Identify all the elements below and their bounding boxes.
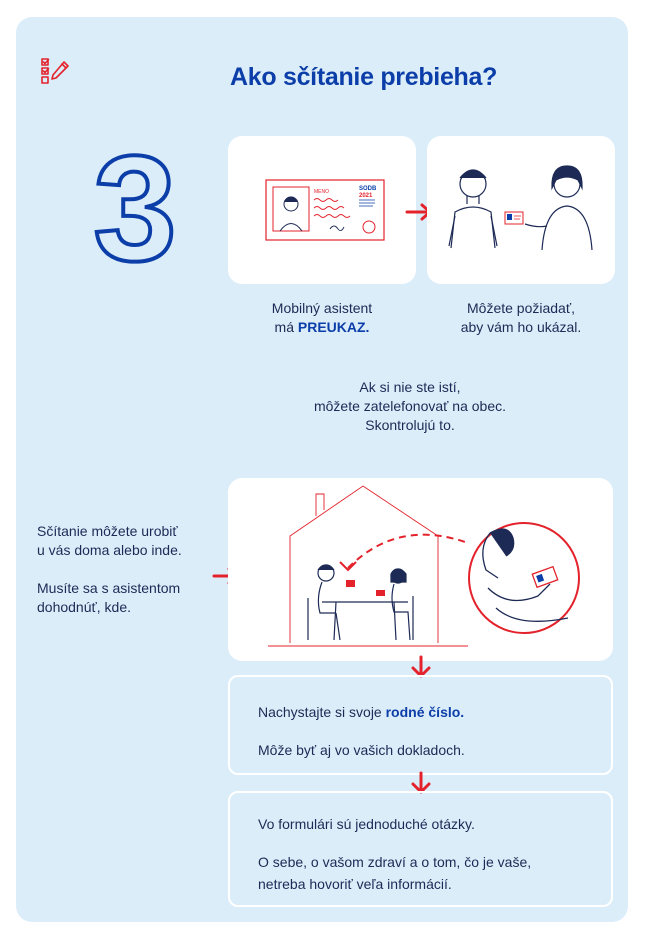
page-title: Ako sčítanie prebieha? (230, 63, 498, 91)
step-number-three: 3 (91, 138, 178, 268)
caption-line: Mobilný asistent (271, 300, 373, 316)
box-text: Nachystajte si svoje (258, 704, 386, 720)
questions-box: Vo formulári sú jednoduché otázky. O seb… (228, 791, 613, 907)
caption-assistant-has-id: Mobilný asistent má PREUKAZ. (238, 299, 406, 337)
text-line: u vás doma alebo inde. (37, 542, 182, 558)
caption-line: Môžete požiadať, (467, 300, 575, 316)
caption-line: Skontrolujú to. (365, 417, 455, 433)
id-card-illustration-card: MENO SODB 2021 (228, 136, 416, 284)
paragraph: Musíte sa s asistentom dohodnúť, kde. (37, 579, 217, 617)
box-line: Môže byť aj vo vašich dokladoch. (258, 742, 465, 758)
caption-not-sure: Ak si nie ste istí, môžete zatelefonovať… (260, 378, 560, 435)
id-card-illustration: MENO SODB 2021 (265, 179, 385, 241)
svg-text:MENO: MENO (314, 189, 329, 195)
caption-ask-to-show: Môžete požiadať, aby vám ho ukázal. (432, 299, 610, 337)
text-line: Sčítanie môžete urobiť (37, 523, 178, 539)
box-strong-text: rodné číslo. (385, 704, 465, 720)
caption-line: Ak si nie ste istí, (359, 379, 461, 395)
box-line: Vo formulári sú jednoduché otázky. (258, 816, 475, 832)
text-line: dohodnúť, kde. (37, 599, 131, 615)
caption-line: má PREUKAZ. (238, 318, 406, 337)
caption-line: môžete zatelefonovať na obec. (313, 398, 507, 414)
box-line: Nachystajte si svoje rodné číslo. (258, 703, 588, 722)
birth-number-box: Nachystajte si svoje rodné číslo. Môže b… (228, 675, 613, 775)
house-illustration-card (228, 478, 613, 661)
census-at-home-illustration (268, 485, 580, 647)
svg-text:SODB: SODB (359, 186, 377, 192)
box-line: netreba hovoriť veľa informácií. (258, 876, 452, 892)
caption-text: má (274, 319, 298, 335)
text-line: Musíte sa s asistentom (37, 580, 181, 596)
checklist-pen-icon (41, 58, 69, 84)
people-illustration-card (427, 136, 615, 284)
caption-line: aby vám ho ukázal. (460, 319, 582, 335)
census-location-text: Sčítanie môžete urobiť u vás doma alebo … (37, 522, 217, 636)
svg-text:3: 3 (93, 138, 176, 268)
svg-text:2021: 2021 (359, 193, 373, 199)
paragraph: Sčítanie môžete urobiť u vás doma alebo … (37, 522, 217, 560)
caption-strong-text: PREUKAZ. (297, 319, 370, 335)
people-showing-id-illustration (448, 165, 593, 251)
box-line: O sebe, o vašom zdraví a o tom, čo je va… (258, 854, 532, 870)
